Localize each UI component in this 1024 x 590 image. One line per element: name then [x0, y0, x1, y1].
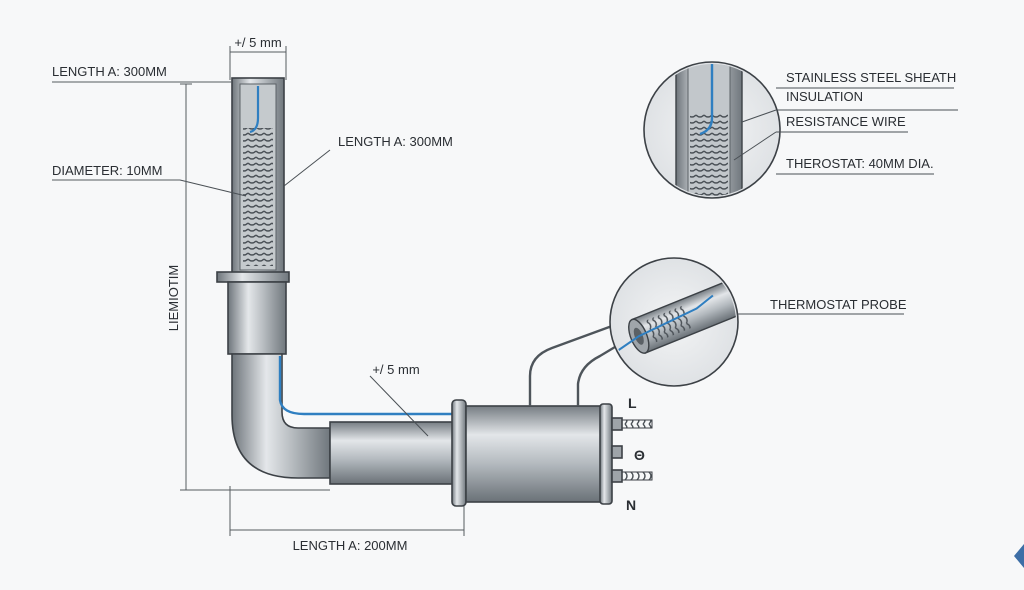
- flange: [451, 399, 467, 507]
- lower-tube: [227, 281, 287, 355]
- capillary-wire-2: [576, 336, 631, 406]
- corner-marker-icon: [1014, 544, 1024, 568]
- end-cap: [599, 403, 613, 505]
- thermostat-housing: [465, 405, 605, 503]
- terminal-live-label: L: [628, 395, 637, 411]
- length-a-tube-label: LENGTH A: 300MM: [338, 134, 453, 149]
- tolerance-mid-label: +/ 5 mm: [372, 362, 419, 377]
- insulation-callout: INSULATION: [786, 89, 863, 104]
- diameter-label: DIAMETER: 10MM: [52, 163, 163, 178]
- resistance-wire-top: [249, 86, 260, 134]
- thermostat-callout: THEROSTAT: 40MM DIA.: [786, 156, 934, 171]
- resistance-coil: [243, 128, 273, 266]
- length-a-top-label: LENGTH A: 300MM: [52, 64, 167, 79]
- terminal-neutral-label: N: [626, 497, 636, 513]
- upper-collar: [216, 271, 290, 283]
- resistance-wire-callout: RESISTANCE WIRE: [786, 114, 906, 129]
- elbow-bend: [231, 353, 331, 479]
- dimension-lines: [52, 46, 465, 536]
- terminal-posts: [611, 417, 653, 483]
- capillary-wire-1: [528, 324, 613, 406]
- sheath-callout: STAINLESS STEEL SHEATH: [786, 70, 956, 85]
- resistance-wire-bend: [278, 356, 462, 416]
- tolerance-top-label: +/ 5 mm: [234, 35, 281, 50]
- detail-view-probe: [609, 257, 904, 387]
- terminal-ground-label: Θ: [634, 447, 645, 463]
- heater-assembly: [216, 77, 653, 507]
- detail-view-sheath: [643, 61, 958, 199]
- probe-callout: THERMOSTAT PROBE: [770, 297, 907, 312]
- vertical-dimension-label: LIEMIOTIM: [166, 265, 181, 331]
- length-a-bottom-label: LENGTH A: 200MM: [293, 538, 408, 553]
- horizontal-tube: [329, 421, 457, 485]
